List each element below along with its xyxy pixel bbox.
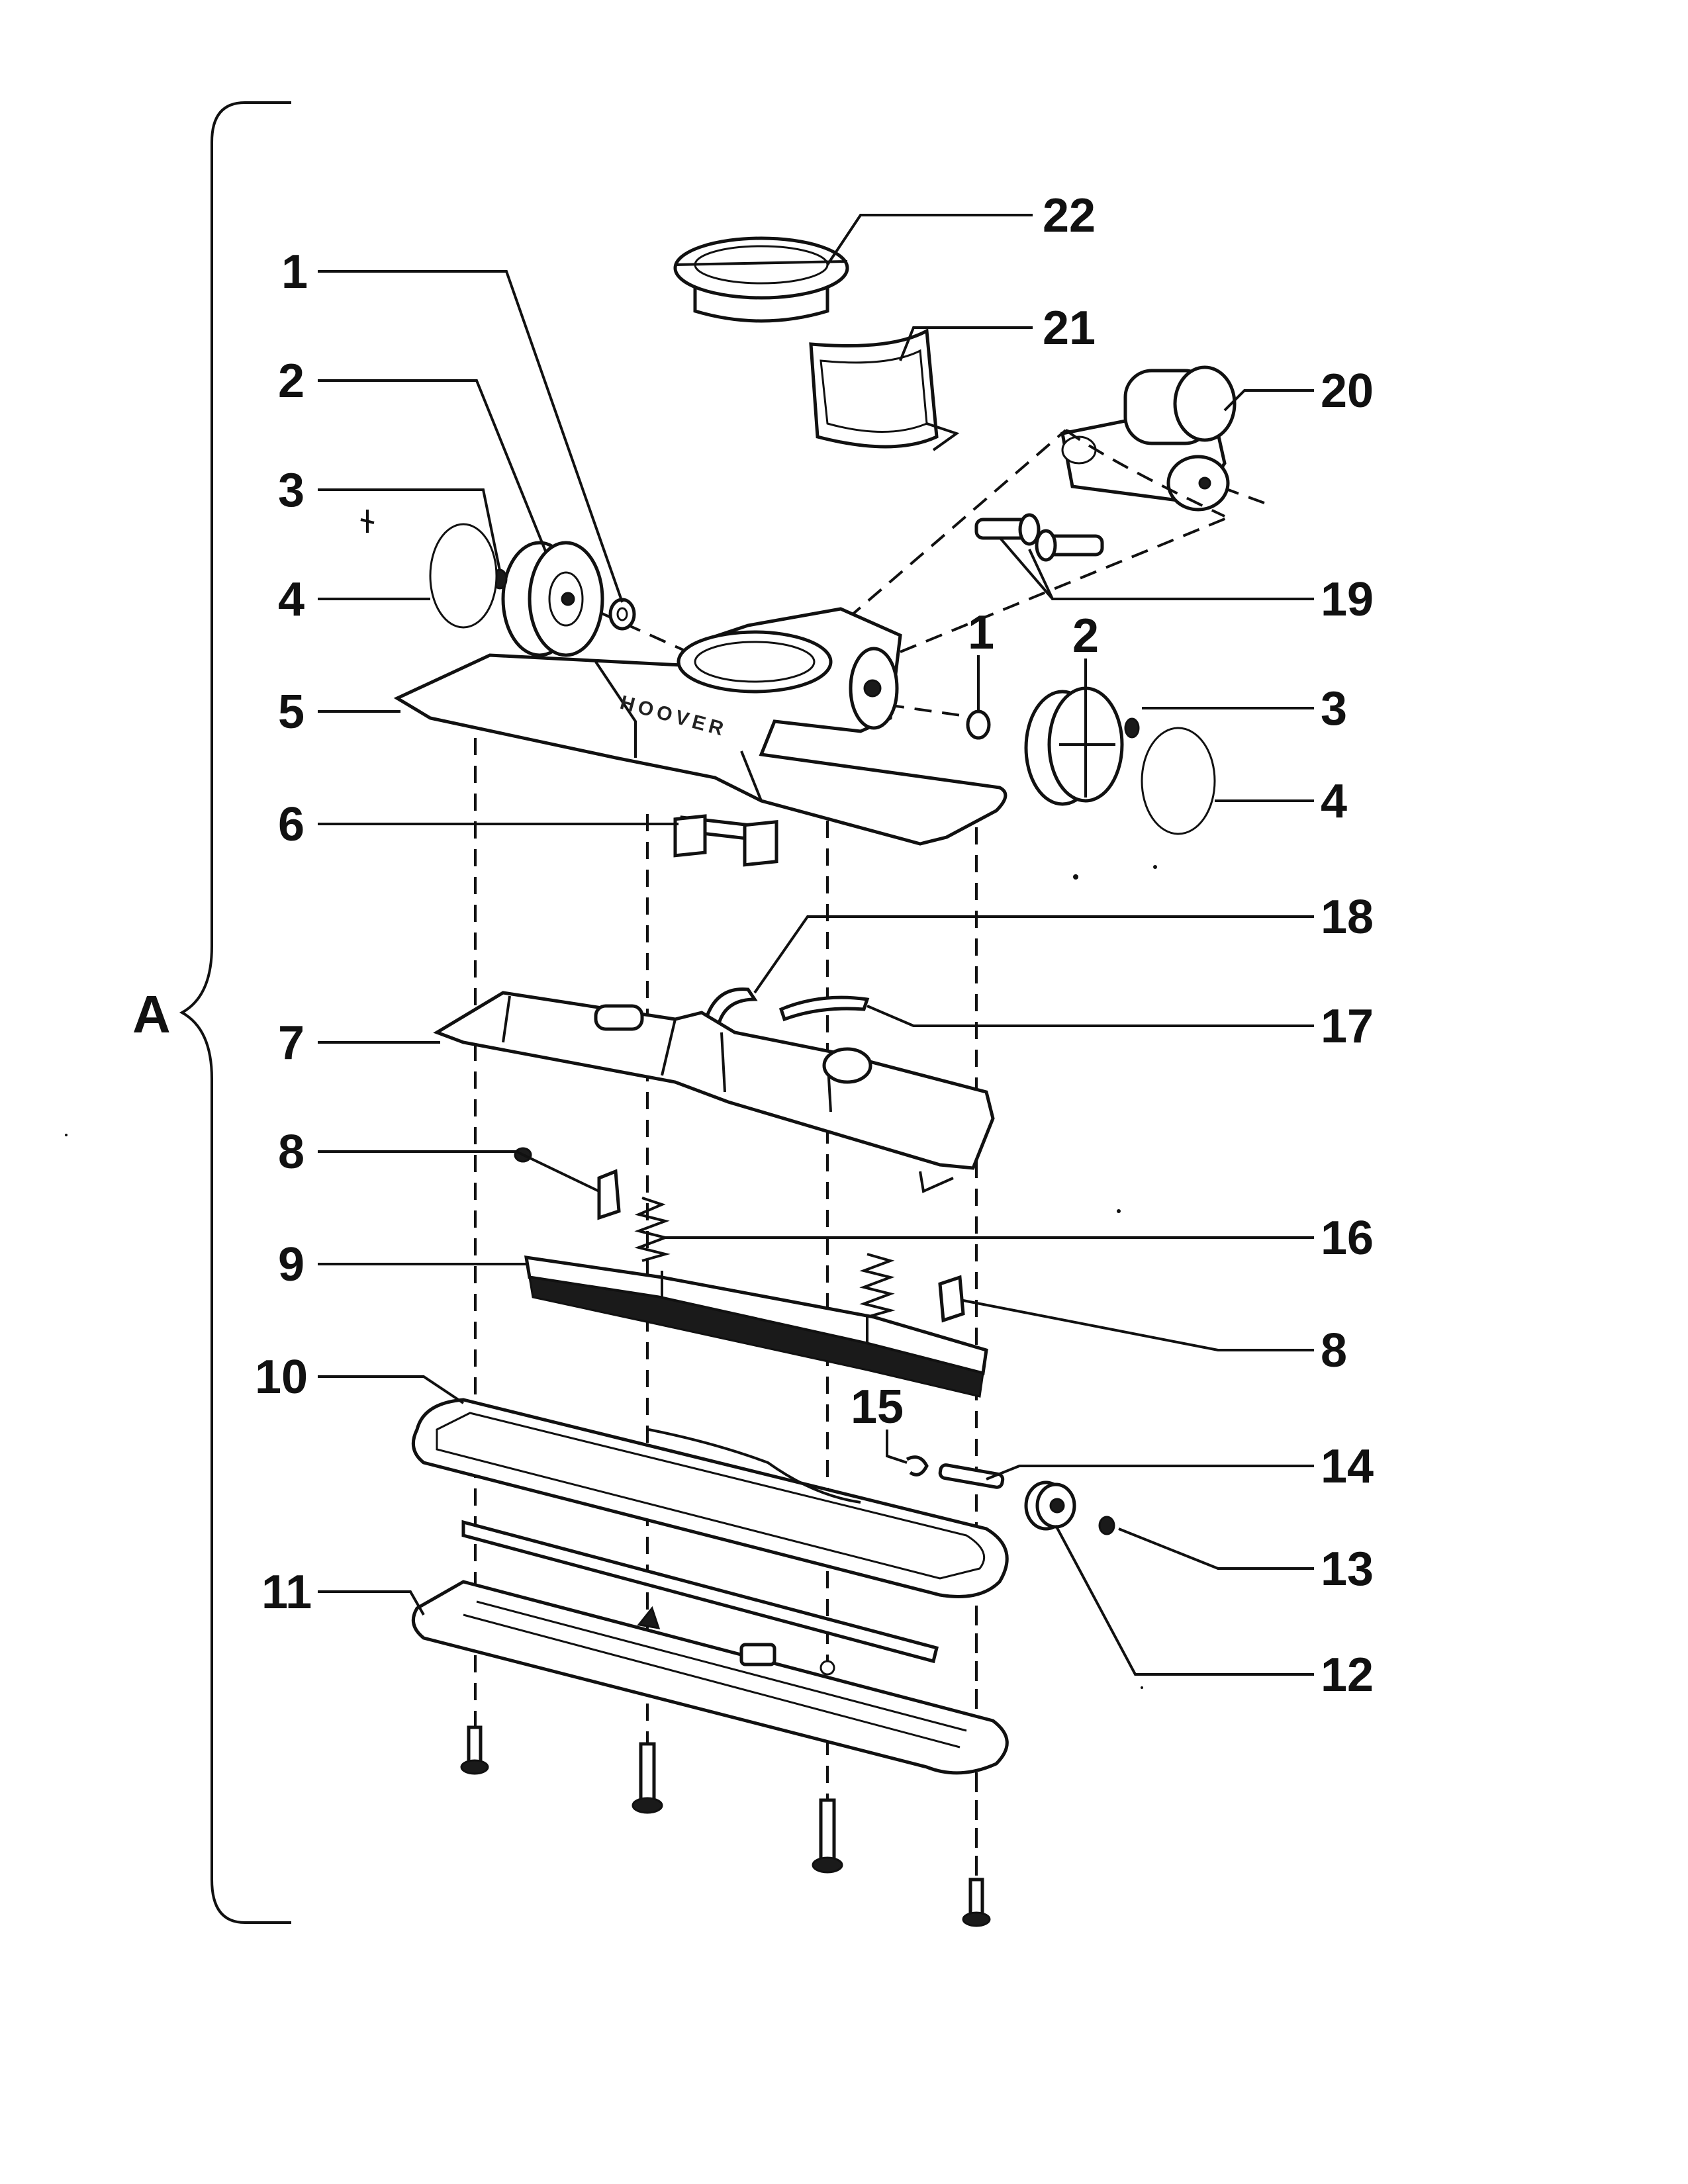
part-4-hubcap-right xyxy=(1141,727,1216,835)
callout-12: 12 xyxy=(1321,1649,1374,1702)
part-9-brush xyxy=(524,1255,988,1398)
callout-2-right: 2 xyxy=(1072,610,1099,662)
screw-2 xyxy=(632,1742,663,1814)
part-18-wire xyxy=(702,987,758,1028)
callout-4-left: 4 xyxy=(278,573,305,626)
part-2-wheel-right xyxy=(1024,686,1124,806)
leader-lines xyxy=(318,214,1314,1676)
callout-7: 7 xyxy=(278,1017,305,1069)
stray-mark xyxy=(360,510,375,533)
callout-6: 6 xyxy=(278,798,305,851)
part-17-spring-wire xyxy=(778,995,870,1022)
part-10-bumper xyxy=(411,1398,1009,1598)
callout-13: 13 xyxy=(1321,1543,1374,1596)
part-3-retainer-right xyxy=(1124,717,1140,739)
callout-1-left: 1 xyxy=(281,246,308,298)
callout-19: 19 xyxy=(1321,573,1374,626)
part-11-bottom-plate xyxy=(411,1580,1009,1775)
assembly-label: A xyxy=(132,985,171,1044)
callout-17: 17 xyxy=(1321,1000,1374,1053)
screw-4 xyxy=(962,1878,991,1927)
callout-14: 14 xyxy=(1321,1440,1374,1493)
callout-8-right: 8 xyxy=(1321,1324,1347,1377)
screw-3 xyxy=(812,1798,843,1874)
callout-2-left: 2 xyxy=(278,355,305,408)
part-2-wheel-left xyxy=(501,541,604,657)
screw-1 xyxy=(460,1725,489,1775)
part-4-hubcap-left xyxy=(429,523,498,629)
part-16-springs xyxy=(634,1197,896,1325)
callout-10: 10 xyxy=(255,1351,308,1404)
assembly-bracket xyxy=(179,101,291,1924)
callout-numbers: 1 2 3 4 5 6 7 8 9 10 11 12 13 14 15 16 8… xyxy=(255,189,1374,1702)
part-13-ring xyxy=(1098,1516,1115,1535)
part-20-neck xyxy=(1060,365,1237,518)
part-5-hood: HOOVER xyxy=(393,607,1008,846)
part-rod xyxy=(461,1520,939,1664)
part-7-base-frame xyxy=(433,991,995,1193)
callout-3-left: 3 xyxy=(278,464,305,517)
callout-15: 15 xyxy=(851,1381,904,1433)
callout-11: 11 xyxy=(261,1566,312,1619)
callout-16: 16 xyxy=(1321,1212,1374,1265)
callout-20: 20 xyxy=(1321,365,1374,418)
callout-21: 21 xyxy=(1043,302,1096,355)
callout-9: 9 xyxy=(278,1238,305,1291)
callout-5: 5 xyxy=(278,686,305,739)
part-21-filter xyxy=(809,328,960,451)
part-19-pins xyxy=(974,513,1104,562)
part-22-cap xyxy=(673,236,849,323)
callout-8-left: 8 xyxy=(278,1126,305,1179)
part-1-washer-right xyxy=(966,709,991,740)
part-1-washer-left xyxy=(608,598,636,631)
callout-3-right: 3 xyxy=(1321,682,1347,735)
callout-4-right: 4 xyxy=(1321,775,1347,828)
part-14-pin xyxy=(938,1463,1005,1489)
part-12-roller xyxy=(1024,1480,1076,1531)
part-15-clip xyxy=(906,1455,929,1477)
callout-1-right: 1 xyxy=(968,606,994,659)
callout-18: 18 xyxy=(1321,891,1374,944)
screws xyxy=(460,1725,991,1927)
part-pads xyxy=(673,814,778,867)
scan-specks xyxy=(65,865,1157,1689)
callout-22: 22 xyxy=(1043,189,1096,242)
part-8-clip-right xyxy=(938,1275,965,1323)
